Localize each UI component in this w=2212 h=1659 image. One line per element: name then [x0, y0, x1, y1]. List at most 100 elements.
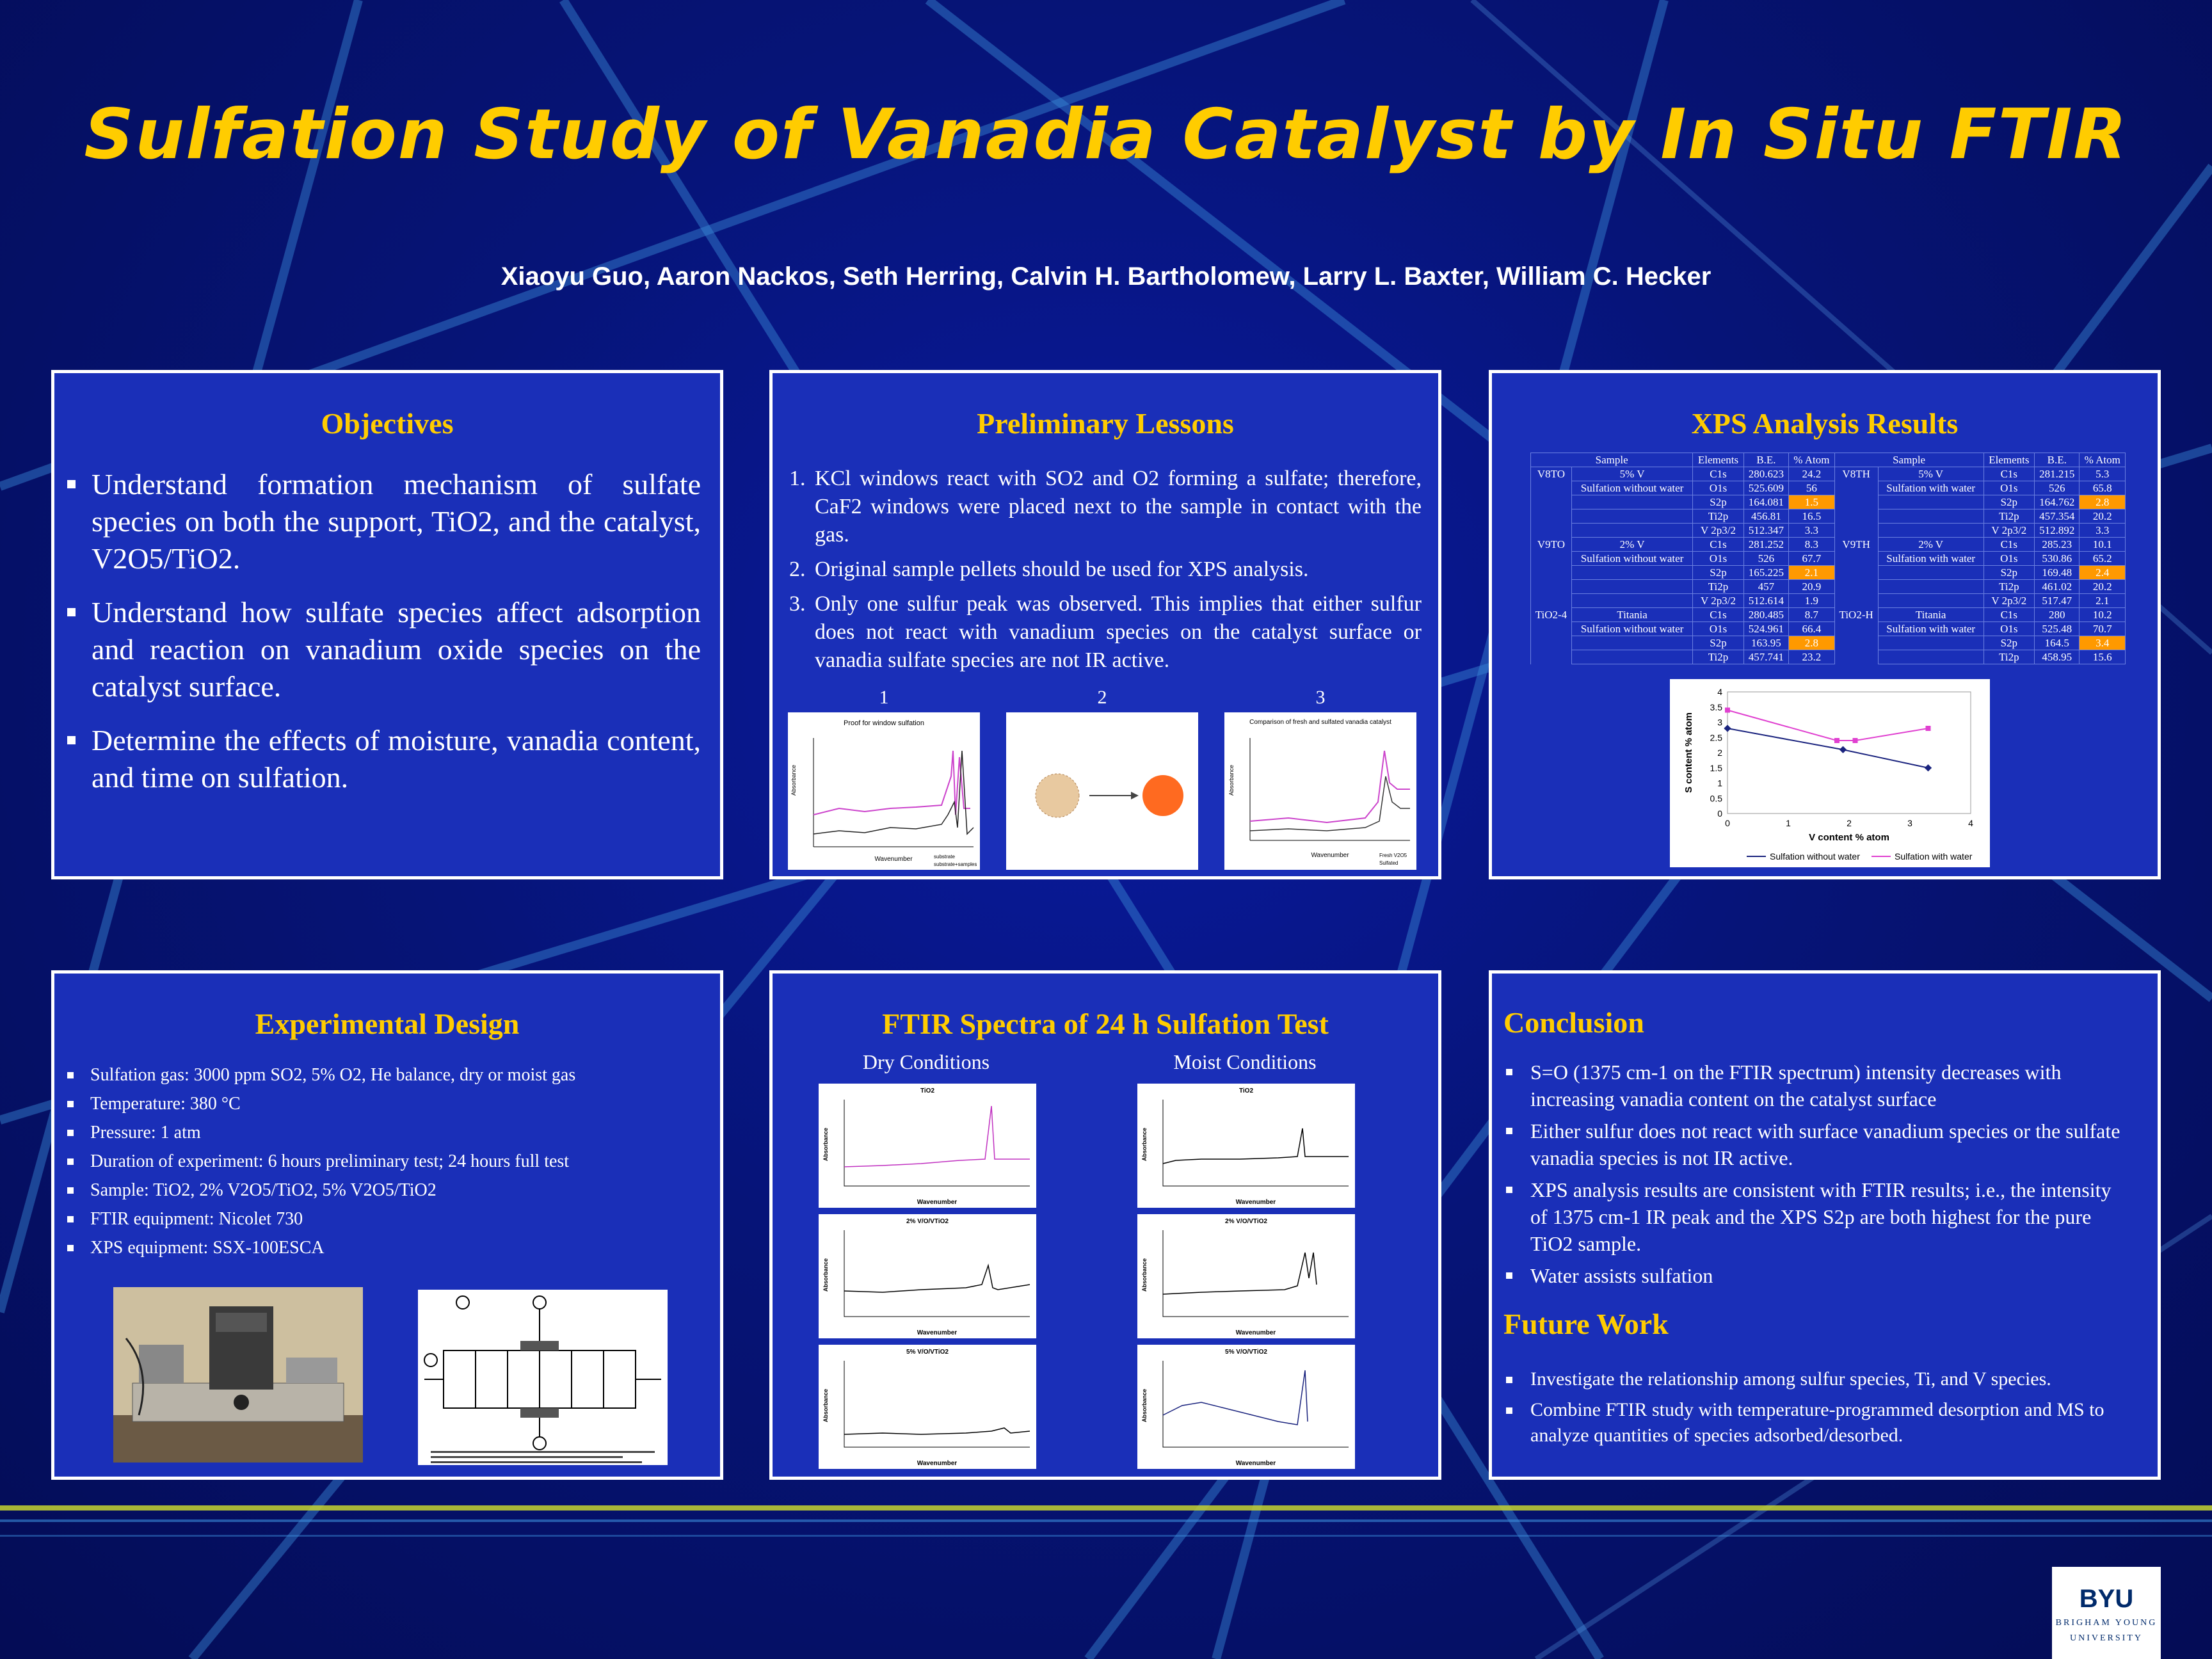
objective-item: Determine the effects of moisture, vanad… [67, 722, 701, 796]
spectrum-title: 2% V/O/VTiO2 [906, 1218, 949, 1225]
sample-desc-cell: Sulfation with water [1877, 621, 1984, 636]
table-header-cell: Elements [1983, 453, 2035, 467]
table-header-cell: B.E. [1743, 453, 1790, 467]
reactor-cell-schematic [418, 1290, 668, 1465]
byu-logo: BYU BRIGHAM YOUNG UNIVERSITY [2052, 1567, 2161, 1659]
experimental-heading: Experimental Design [255, 1007, 520, 1040]
dry-conditions-label: Dry Conditions [862, 1050, 990, 1073]
spectrum-line [844, 1105, 1030, 1167]
table-header-cell: Sample [1530, 453, 1694, 467]
value-cell: 163.95 [1743, 636, 1790, 650]
y-tick-label: 4 [1717, 687, 1722, 697]
sample-desc-cell [1877, 523, 1984, 538]
fig1-ylabel: Absorbance [790, 765, 797, 796]
sample-id-cell [1530, 636, 1572, 650]
sample-id-cell [1530, 551, 1572, 566]
value-cell: O1s [1983, 481, 2035, 495]
moist-conditions-label: Moist Conditions [1173, 1050, 1317, 1073]
y-tick-label: 3.5 [1710, 702, 1723, 712]
objective-text: Understand how sulfate species affect ad… [92, 596, 701, 703]
spectrum-line [844, 1427, 1030, 1435]
value-cell: 524.961 [1743, 621, 1790, 636]
logo-sub2: UNIVERSITY [2070, 1633, 2143, 1643]
value-cell: 525.48 [2034, 621, 2080, 636]
list-item-text: Sample: TiO2, 2% V2O5/TiO2, 5% V2O5/TiO2 [90, 1180, 437, 1200]
x-axis-label: V content % atom [1809, 832, 1889, 843]
value-cell: 457.354 [2034, 509, 2080, 524]
ftir-heading: FTIR Spectra of 24 h Sulfation Test [882, 1007, 1329, 1040]
spectrum-ylabel: Absorbance [822, 1389, 829, 1422]
value-cell: O1s [1692, 551, 1744, 566]
list-item-text: Either sulfur does not react with surfac… [1530, 1119, 2120, 1169]
sample-desc-cell [1571, 565, 1694, 580]
list-item: Pressure: 1 atm [67, 1121, 701, 1144]
objectives-list: Understand formation mechanism of sulfat… [67, 466, 701, 796]
table-header-cell: % Atom [1788, 453, 1835, 467]
bullet-square-icon [1506, 1377, 1512, 1383]
sample-desc-cell [1571, 509, 1694, 524]
list-item: S=O (1375 cm-1 on the FTIR spectrum) int… [1506, 1059, 2132, 1112]
value-cell: S2p [1983, 495, 2035, 509]
x-tick-label: 3 [1907, 818, 1912, 828]
value-cell: 16.5 [1788, 509, 1835, 524]
sample-id-cell [1834, 621, 1879, 636]
value-cell: 526 [1743, 551, 1790, 566]
list-item-text: Pressure: 1 atm [90, 1123, 201, 1142]
value-cell: 3.3 [2079, 523, 2126, 538]
objectives-heading: Objectives [321, 407, 454, 440]
value-cell: O1s [1692, 481, 1744, 495]
bullet-square-icon [67, 1130, 74, 1136]
y-tick-label: 1.5 [1710, 763, 1723, 773]
list-item: Temperature: 380 °C [67, 1093, 701, 1116]
sample-id-cell [1530, 495, 1572, 509]
sample-id-cell [1834, 481, 1879, 495]
list-item: XPS equipment: SSX-100ESCA [67, 1237, 701, 1260]
bullet-square-icon [1506, 1407, 1512, 1414]
list-item-text: Water assists sulfation [1530, 1264, 1713, 1287]
value-cell: 20.2 [2079, 579, 2126, 594]
preliminary-figures: 1 2 3 Proof for window sulfation Wavenum… [788, 687, 1428, 879]
value-cell: 23.2 [1788, 650, 1835, 664]
data-point [1724, 725, 1731, 732]
x-tick-label: 1 [1786, 818, 1791, 828]
sample-desc-cell [1571, 579, 1694, 594]
value-cell: 8.3 [1788, 537, 1835, 552]
value-cell: 280 [2034, 607, 2080, 622]
spectrum-xlabel: Wavenumber [1236, 1460, 1276, 1467]
value-cell: 530.86 [2034, 551, 2080, 566]
sample-desc-cell [1877, 509, 1984, 524]
sample-id-cell [1834, 636, 1879, 650]
list-item: Sample: TiO2, 2% V2O5/TiO2, 5% V2O5/TiO2 [67, 1179, 701, 1202]
list-item: Water assists sulfation [1506, 1262, 2132, 1289]
conclusion-heading: Conclusion [1503, 1006, 1644, 1039]
value-cell: V 2p3/2 [1692, 593, 1744, 608]
spectrum-line [844, 1263, 1030, 1293]
sample-desc-cell [1571, 523, 1694, 538]
sample-desc-cell: Sulfation with water [1877, 481, 1984, 495]
bullet-square-icon [67, 1158, 74, 1165]
y-tick-label: 0 [1717, 808, 1722, 819]
value-cell: 512.892 [2034, 523, 2080, 538]
value-cell: 1.5 [1788, 495, 1835, 509]
y-tick-label: 3 [1717, 717, 1722, 728]
bullet-square-icon [67, 736, 76, 744]
spectrum-title: 5% V/O/VTiO2 [1225, 1349, 1267, 1356]
value-cell: 457.741 [1743, 650, 1790, 664]
fig3-title: Comparison of fresh and sulfated vanadia… [1249, 719, 1391, 726]
spectrum-title: TiO2 [920, 1087, 934, 1094]
sample-desc-cell: Titania [1877, 607, 1984, 622]
bullet-square-icon [67, 1245, 74, 1251]
spectrum-ylabel: Absorbance [1141, 1389, 1148, 1422]
value-cell: 10.1 [2079, 537, 2126, 552]
list-item-text: XPS analysis results are consistent with… [1530, 1178, 2112, 1255]
sample-desc-cell: 5% V [1571, 467, 1694, 481]
fig3-legend-1: Fresh V2O5 [1379, 853, 1407, 858]
